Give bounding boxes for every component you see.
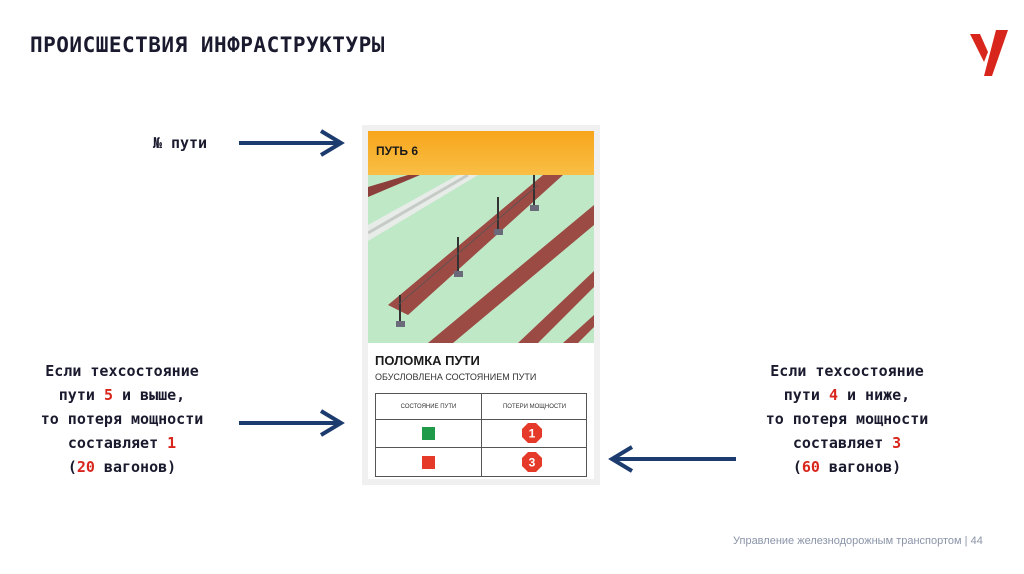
condition-line: (20 вагонов) xyxy=(67,458,177,476)
loss-one-badge: 1 xyxy=(522,423,542,443)
incident-card-body: ПУТЬ 6 ПОЛОМКА ПУТИ ОБУСЛОВЛЕНА СОСТОЯНИ… xyxy=(368,131,594,479)
condition-line: пути 5 и выше, xyxy=(58,386,186,404)
condition-line: Если техсостояние xyxy=(770,362,924,380)
state-good-square xyxy=(422,427,435,440)
condition-good-text: Если техсостояние пути 5 и выше, то поте… xyxy=(2,359,242,479)
condition-line: Если техсостояние xyxy=(45,362,199,380)
track-number-label: № пути xyxy=(152,134,208,152)
arrow-right-icon xyxy=(239,129,345,157)
table-divider xyxy=(481,394,482,476)
incident-card: ПУТЬ 6 ПОЛОМКА ПУТИ ОБУСЛОВЛЕНА СОСТОЯНИ… xyxy=(362,125,600,485)
brand-logo-icon xyxy=(970,30,1008,76)
condition-line: то потеря мощности xyxy=(40,410,204,428)
condition-line: (60 вагонов) xyxy=(792,458,902,476)
arrow-right-icon xyxy=(239,409,345,437)
svg-text:1: 1 xyxy=(529,427,536,441)
railway-tracks-illustration xyxy=(368,175,594,343)
arrow-left-icon xyxy=(608,445,736,473)
condition-line: пути 4 и ниже, xyxy=(783,386,911,404)
svg-text:3: 3 xyxy=(529,456,536,470)
state-bad-square xyxy=(422,456,435,469)
condition-line: составляет 3 xyxy=(792,434,902,452)
table-header-state: СОСТОЯНИЕ ПУТИ xyxy=(400,403,457,410)
page-title: ПРОИСШЕСТВИЯ ИНФРАСТРУКТУРЫ xyxy=(30,33,385,57)
loss-table: СОСТОЯНИЕ ПУТИ ПОТЕРИ МОЩНОСТИ 1 3 xyxy=(375,393,587,477)
condition-line: составляет 1 xyxy=(67,434,177,452)
card-title: ПОЛОМКА ПУТИ xyxy=(375,353,480,368)
card-header-label: ПУТЬ 6 xyxy=(376,144,419,158)
footer-text: Управление железнодорожным транспортом |… xyxy=(733,535,983,547)
table-divider xyxy=(376,419,586,420)
condition-line: то потеря мощности xyxy=(765,410,929,428)
table-divider xyxy=(376,447,586,448)
condition-bad-text: Если техсостояние пути 4 и ниже, то поте… xyxy=(727,359,967,479)
card-header: ПУТЬ 6 xyxy=(368,131,594,175)
loss-three-badge: 3 xyxy=(522,452,542,472)
card-subtitle: ОБУСЛОВЛЕНА СОСТОЯНИЕМ ПУТИ xyxy=(375,372,537,382)
table-header-loss: ПОТЕРИ МОЩНОСТИ xyxy=(502,403,567,410)
